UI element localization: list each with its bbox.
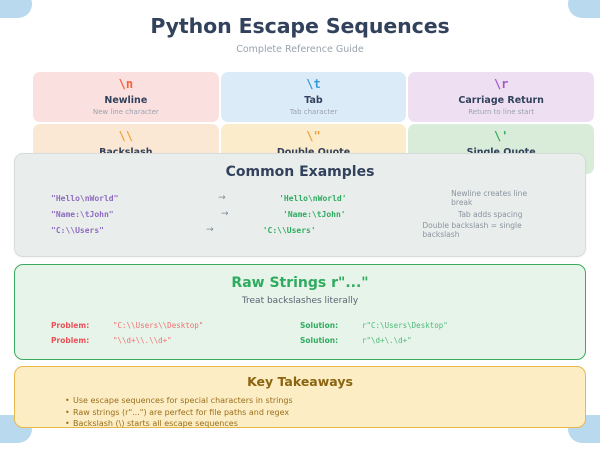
solution-label: Solution: [300,321,339,330]
example-row: "Name:\tJohn" → 'Name:\tJohn' Tab adds spac… [51,206,549,222]
escape-card-name: Carriage Return [458,94,544,106]
escape-card-code: \" [306,129,321,143]
example-output-code: 'Hello\nWorld' [279,193,347,203]
corner-blob-top-right [568,0,600,18]
key-takeaways-panel: Key Takeaways Use escape sequences for s… [14,366,586,430]
example-note: Newline creates line break [451,189,528,207]
key-takeaway-item: Raw strings (r"...") are perfect for fil… [65,407,585,419]
escape-card-code: \n [118,77,134,91]
page-subtitle: Complete Reference Guide [236,44,364,55]
common-examples-panel: Common Examples "Hello\nWorld" → 'Hello\nW… [14,153,586,257]
raw-strings-problem-row: Problem: "C:\\Users\\Desktop" [51,318,300,333]
arrow-right-icon: → [221,209,229,219]
arrow-right-icon: → [218,193,226,203]
escape-card-description: New line character [92,107,159,116]
raw-strings-solution-row: Solution: r"\d+\.\d+" [300,333,549,348]
raw-strings-problem-row: Problem: "\\d+\\.\\d+" [51,333,300,348]
example-note: Double backslash = single backslash [422,221,522,239]
escape-card-name: Newline [104,94,148,106]
problem-code: "\\d+\\.\\d+" [113,336,172,345]
example-input-code: "Hello\nWorld" [51,193,119,203]
example-input-code: "C:\\Users" [51,225,104,235]
example-note: Tab adds spacing [458,209,523,219]
escape-card-name: Backslash [33,147,219,158]
solution-label: Solution: [300,336,339,345]
example-output-code: 'C:\\Users' [262,225,316,235]
escape-card-code: \' [493,129,509,143]
common-examples-rows: "Hello\nWorld" → 'Hello\nWorld' Newline cre… [15,189,585,239]
problem-label: Problem: [51,336,90,345]
example-input-code: "Name:\tJohn" [51,209,114,219]
solution-code: r"C:\Users\Desktop" [362,321,448,330]
raw-strings-solution-row: Solution: r"C:\Users\Desktop" [300,318,549,333]
key-takeaway-item: Use escape sequences for special charact… [65,395,585,407]
raw-strings-title: Raw Strings r"..." [231,275,369,291]
escape-card-name: Single Quote [408,147,594,158]
key-takeaways-title: Key Takeaways [247,374,353,389]
raw-strings-problem-column: Problem: "C:\\Users\\Desktop" Problem: "\\d… [51,318,300,348]
escape-card-code: \\ [118,129,134,143]
example-output-code: 'Name:\tJohn' [283,209,346,219]
raw-strings-panel: Raw Strings r"..." Treat backslashes lit… [14,264,586,360]
arrow-right-icon: → [206,225,214,235]
corner-blob-top-left [0,0,32,18]
raw-strings-subtitle: Treat backslashes literally [241,296,359,306]
page-header: Python Escape Sequences Complete Referen… [0,0,600,55]
escape-card-code: \r [493,77,509,91]
key-takeaways-list: Use escape sequences for special charact… [15,395,585,430]
problem-label: Problem: [51,321,90,330]
escape-card-description: Return to line start [468,107,535,116]
raw-strings-solution-column: Solution: r"C:\Users\Desktop" Solution: r"\… [300,318,549,348]
page-title: Python Escape Sequences [150,14,450,38]
escape-card-code: \t [306,77,321,91]
example-row: "Hello\nWorld" → 'Hello\nWorld' Newline cre… [51,189,549,207]
example-row: "C:\\Users" → 'C:\\Users' Double backslash … [51,221,549,239]
key-takeaway-item: Backslash (\) starts all escape sequence… [65,418,585,430]
escape-card-name: Double Quote [221,147,407,158]
common-examples-title: Common Examples [225,164,375,180]
escape-card-name: Tab [304,94,323,106]
solution-code: r"\d+\.\d+" [362,336,412,345]
problem-code: "C:\\Users\\Desktop" [113,321,204,330]
escape-card-description: Tab character [289,107,338,116]
